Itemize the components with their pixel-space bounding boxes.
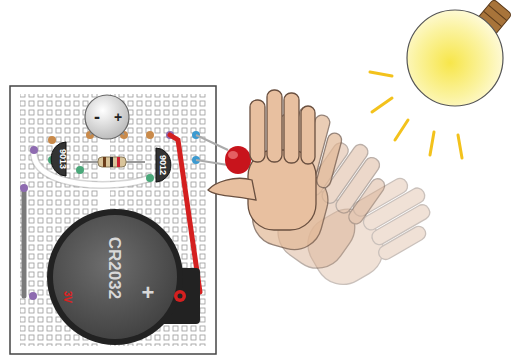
battery-model: CR2032: [106, 237, 123, 299]
transistor-symbol: [156, 148, 171, 182]
voltage-label: 3V: [62, 291, 72, 303]
polarity-mark: +: [142, 282, 155, 304]
jumper-wire: [22, 188, 27, 296]
led-symbol: [196, 135, 251, 174]
capacitor-symbol: [85, 95, 129, 139]
polarity-mark: -: [94, 108, 100, 126]
polarity-mark: +: [114, 110, 122, 124]
wire-end: [29, 292, 37, 300]
part-number: 9013: [58, 149, 67, 169]
clapping-hands: [208, 90, 445, 295]
part-number: 9012: [158, 155, 167, 175]
breadboard: [10, 86, 216, 354]
wire-end: [20, 184, 28, 192]
resistor-symbol: [80, 157, 145, 167]
light-bulb: [407, 0, 512, 106]
light-rays: [370, 72, 462, 158]
transistor-symbol: [51, 142, 66, 176]
coin-battery: [47, 209, 200, 345]
